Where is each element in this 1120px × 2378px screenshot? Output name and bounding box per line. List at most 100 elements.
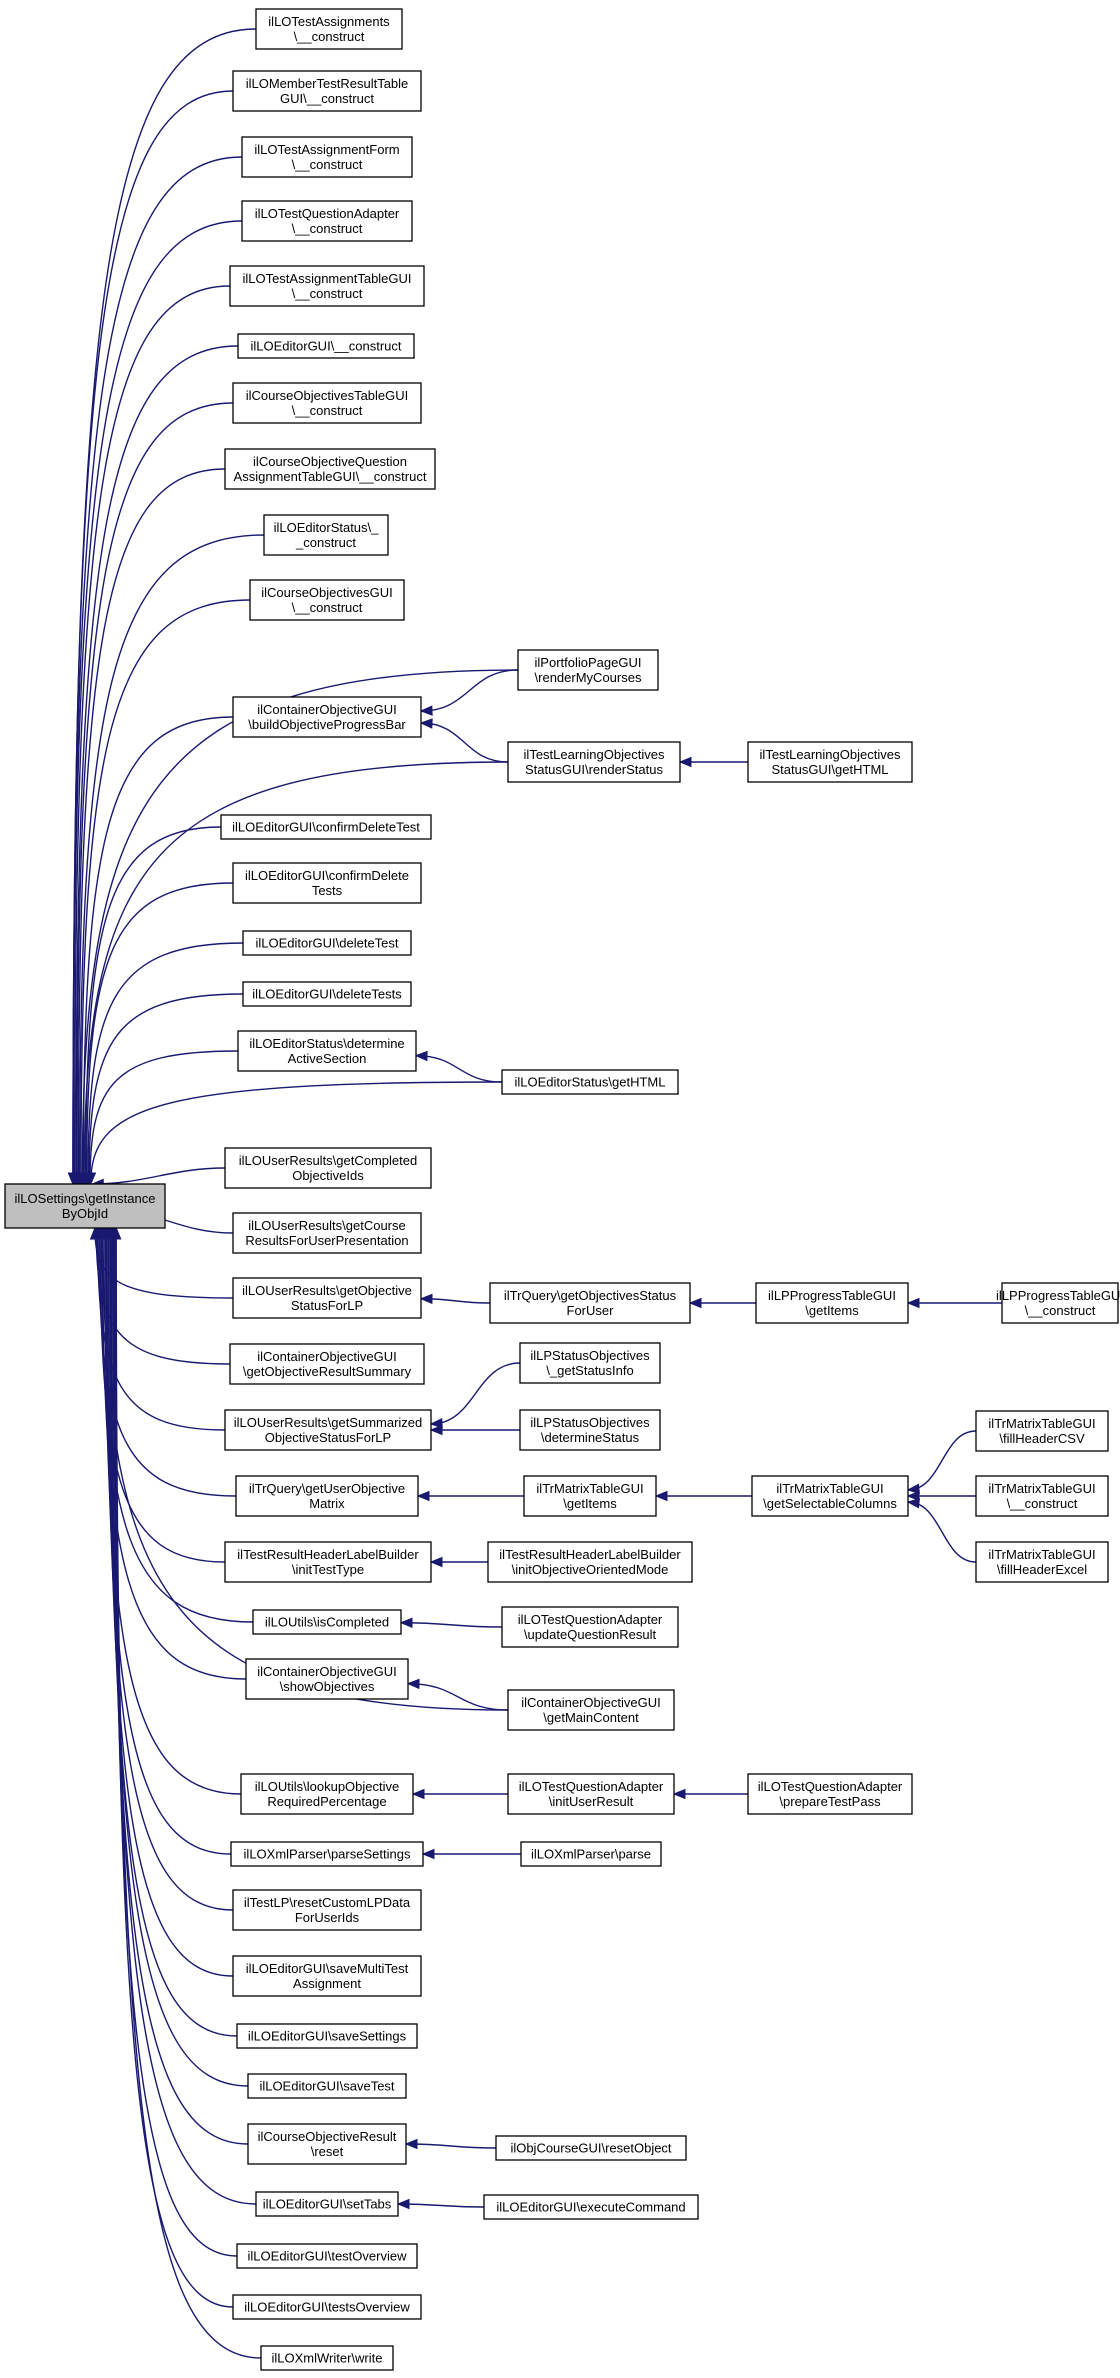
graph-node-n10[interactable]: ilCourseObjectivesGUI\__construct [249, 579, 405, 621]
graph-node-n3[interactable]: ilLOTestAssignmentForm\__construct [241, 136, 413, 178]
graph-node-q2[interactable]: ilTrMatrixTableGUI\fillHeaderCSV [975, 1410, 1109, 1452]
graph-node-n11[interactable]: ilContainerObjectiveGUI\buildObjectivePr… [232, 696, 422, 738]
node-box [224, 1409, 432, 1451]
node-box [501, 1606, 679, 1648]
graph-node-n26[interactable]: ilLOUtils\lookupObjectiveRequiredPercent… [240, 1773, 414, 1815]
node-label-line: \__construct [292, 157, 363, 172]
graph-node-m9[interactable]: ilLOTestQuestionAdapter\updateQuestionRe… [501, 1606, 679, 1648]
graph-node-n18[interactable]: ilLOUserResults\getCourseResultsForUserP… [232, 1212, 422, 1254]
node-box [255, 2191, 399, 2217]
node-label-line: ilLOXmlWriter\write [272, 2351, 383, 2366]
graph-node-n24[interactable]: ilLOUtils\isCompleted [252, 1609, 402, 1635]
graph-node-n15[interactable]: ilLOEditorGUI\deleteTests [242, 981, 412, 1007]
graph-node-n1[interactable]: ilLOTestAssignments\__construct [255, 8, 403, 50]
graph-node-n33[interactable]: ilLOEditorGUI\setTabs [255, 2191, 399, 2217]
graph-node-m2[interactable]: ilTestLearningObjectivesStatusGUI\render… [507, 741, 681, 783]
graph-node-p2[interactable]: ilLPProgressTableGUI\getItems [755, 1282, 909, 1324]
graph-node-n14[interactable]: ilLOEditorGUI\deleteTest [242, 930, 412, 956]
graph-node-n7[interactable]: ilCourseObjectivesTableGUI\__construct [232, 382, 422, 424]
graph-node-n20[interactable]: ilContainerObjectiveGUI\getObjectiveResu… [229, 1343, 425, 1385]
graph-node-n30[interactable]: ilLOEditorGUI\saveSettings [236, 2023, 418, 2049]
node-label-line: ilLOUtils\isCompleted [265, 1615, 389, 1630]
node-label-line: ilLOEditorGUI\__construct [250, 339, 401, 354]
arrowhead [654, 1490, 668, 1502]
graph-node-n25[interactable]: ilContainerObjectiveGUI\showObjectives [245, 1658, 409, 1700]
node-label-line: ilLOTestQuestionAdapter [519, 1779, 664, 1794]
graph-node-n27[interactable]: ilLOXmlParser\parseSettings [230, 1841, 424, 1867]
graph-node-n36[interactable]: ilLOXmlWriter\write [260, 2345, 394, 2371]
node-box [1001, 1282, 1119, 1324]
graph-node-p1[interactable]: ilTestLearningObjectivesStatusGUI\getHTM… [747, 741, 913, 783]
graph-node-n34[interactable]: ilLOEditorGUI\testOverview [236, 2243, 418, 2269]
graph-node-m10[interactable]: ilContainerObjectiveGUI\getMainContent [507, 1689, 675, 1731]
graph-node-n5[interactable]: ilLOTestAssignmentTableGUI\__construct [229, 265, 425, 307]
graph-node-m13[interactable]: ilObjCourseGUI\resetObject [495, 2135, 687, 2161]
node-label-line: ilLOEditorGUI\confirmDeleteTest [232, 820, 420, 835]
graph-node-p4[interactable]: ilLOTestQuestionAdapter\prepareTestPass [747, 1773, 913, 1815]
node-label-line: \__construct [1007, 1496, 1078, 1511]
node-box [240, 1773, 414, 1815]
node-label-line: ilLOEditorGUI\testsOverview [244, 2300, 410, 2315]
node-box [975, 1475, 1109, 1517]
node-label-line: ilLOEditorStatus\determine [249, 1036, 404, 1051]
graph-node-m5[interactable]: ilLPStatusObjectives\_getStatusInfo [519, 1342, 661, 1384]
node-label-line: ilLOEditorGUI\saveSettings [248, 2029, 407, 2044]
call-edge [76, 402, 234, 1185]
node-box [520, 1841, 662, 1867]
node-box [975, 1541, 1109, 1583]
graph-node-q4[interactable]: ilTrMatrixTableGUI\fillHeaderExcel [975, 1541, 1109, 1583]
call-edge [81, 669, 519, 1185]
graph-node-m8[interactable]: ilTestResultHeaderLabelBuilder\initObjec… [487, 1541, 693, 1583]
graph-node-m6[interactable]: ilLPStatusObjectives\determineStatus [519, 1409, 661, 1451]
node-label-line: Matrix [309, 1496, 345, 1511]
call-edge [405, 2143, 497, 2149]
node-label-line: ilLOTestQuestionAdapter [758, 1779, 903, 1794]
graph-node-q3[interactable]: ilTrMatrixTableGUI\__construct [975, 1475, 1109, 1517]
graph-node-p3[interactable]: ilTrMatrixTableGUI\getSelectableColumns [751, 1475, 909, 1517]
graph-node-n23[interactable]: ilTestResultHeaderLabelBuilder\initTestT… [224, 1541, 432, 1583]
graph-node-n8[interactable]: ilCourseObjectiveQuestionAssignmentTable… [224, 448, 436, 490]
graph-node-m12[interactable]: ilLOXmlParser\parse [520, 1841, 662, 1867]
node-box [224, 448, 436, 490]
node-label-line: \buildObjectiveProgressBar [248, 717, 406, 732]
graph-node-n32[interactable]: ilCourseObjectiveResult\reset [247, 2123, 407, 2165]
graph-node-n9[interactable]: ilLOEditorStatus\__construct [263, 514, 389, 556]
node-label-line: \fillHeaderCSV [999, 1431, 1085, 1446]
node-box [232, 2294, 422, 2320]
graph-node-m1[interactable]: ilPortfolioPageGUI\renderMyCourses [517, 649, 659, 691]
graph-node-n21[interactable]: ilLOUserResults\getSummarizedObjectiveSt… [224, 1409, 432, 1451]
node-label-line: ilLOEditorGUI\deleteTests [252, 987, 402, 1002]
node-label-line: ilContainerObjectiveGUI [521, 1695, 660, 1710]
call-edge [115, 1227, 262, 2359]
graph-node-n6[interactable]: ilLOEditorGUI\__construct [237, 333, 415, 359]
node-label-line: ilLOEditorGUI\setTabs [263, 2197, 392, 2212]
graph-node-n31[interactable]: ilLOEditorGUI\saveTest [247, 2073, 407, 2099]
graph-node-m3[interactable]: ilLOEditorStatus\getHTML [501, 1069, 679, 1095]
node-label-line: Tests [312, 883, 343, 898]
graph-node-n4[interactable]: ilLOTestQuestionAdapter\__construct [241, 200, 413, 242]
call-edge [85, 882, 234, 1185]
call-edge [72, 90, 234, 1185]
graph-node-m14[interactable]: ilLOEditorGUI\executeCommand [483, 2194, 699, 2220]
node-box [232, 1212, 422, 1254]
graph-node-m11[interactable]: ilLOTestQuestionAdapter\initUserResult [507, 1773, 675, 1815]
node-label-line: ilLOEditorGUI\executeCommand [496, 2200, 685, 2215]
arrowhead [688, 1297, 702, 1309]
node-label-line: ilLOEditorGUI\testOverview [248, 2249, 408, 2264]
graph-node-m7[interactable]: ilTrMatrixTableGUI\getItems [523, 1475, 657, 1517]
graph-node-q1[interactable]: ilLPProgressTableGUI\__construct [996, 1282, 1120, 1324]
graph-node-n35[interactable]: ilLOEditorGUI\testsOverview [232, 2294, 422, 2320]
arrowhead [429, 1418, 443, 1429]
node-label-line: ilLOXmlParser\parseSettings [244, 1847, 411, 1862]
graph-node-n12[interactable]: ilLOEditorGUI\confirmDeleteTest [220, 814, 432, 840]
